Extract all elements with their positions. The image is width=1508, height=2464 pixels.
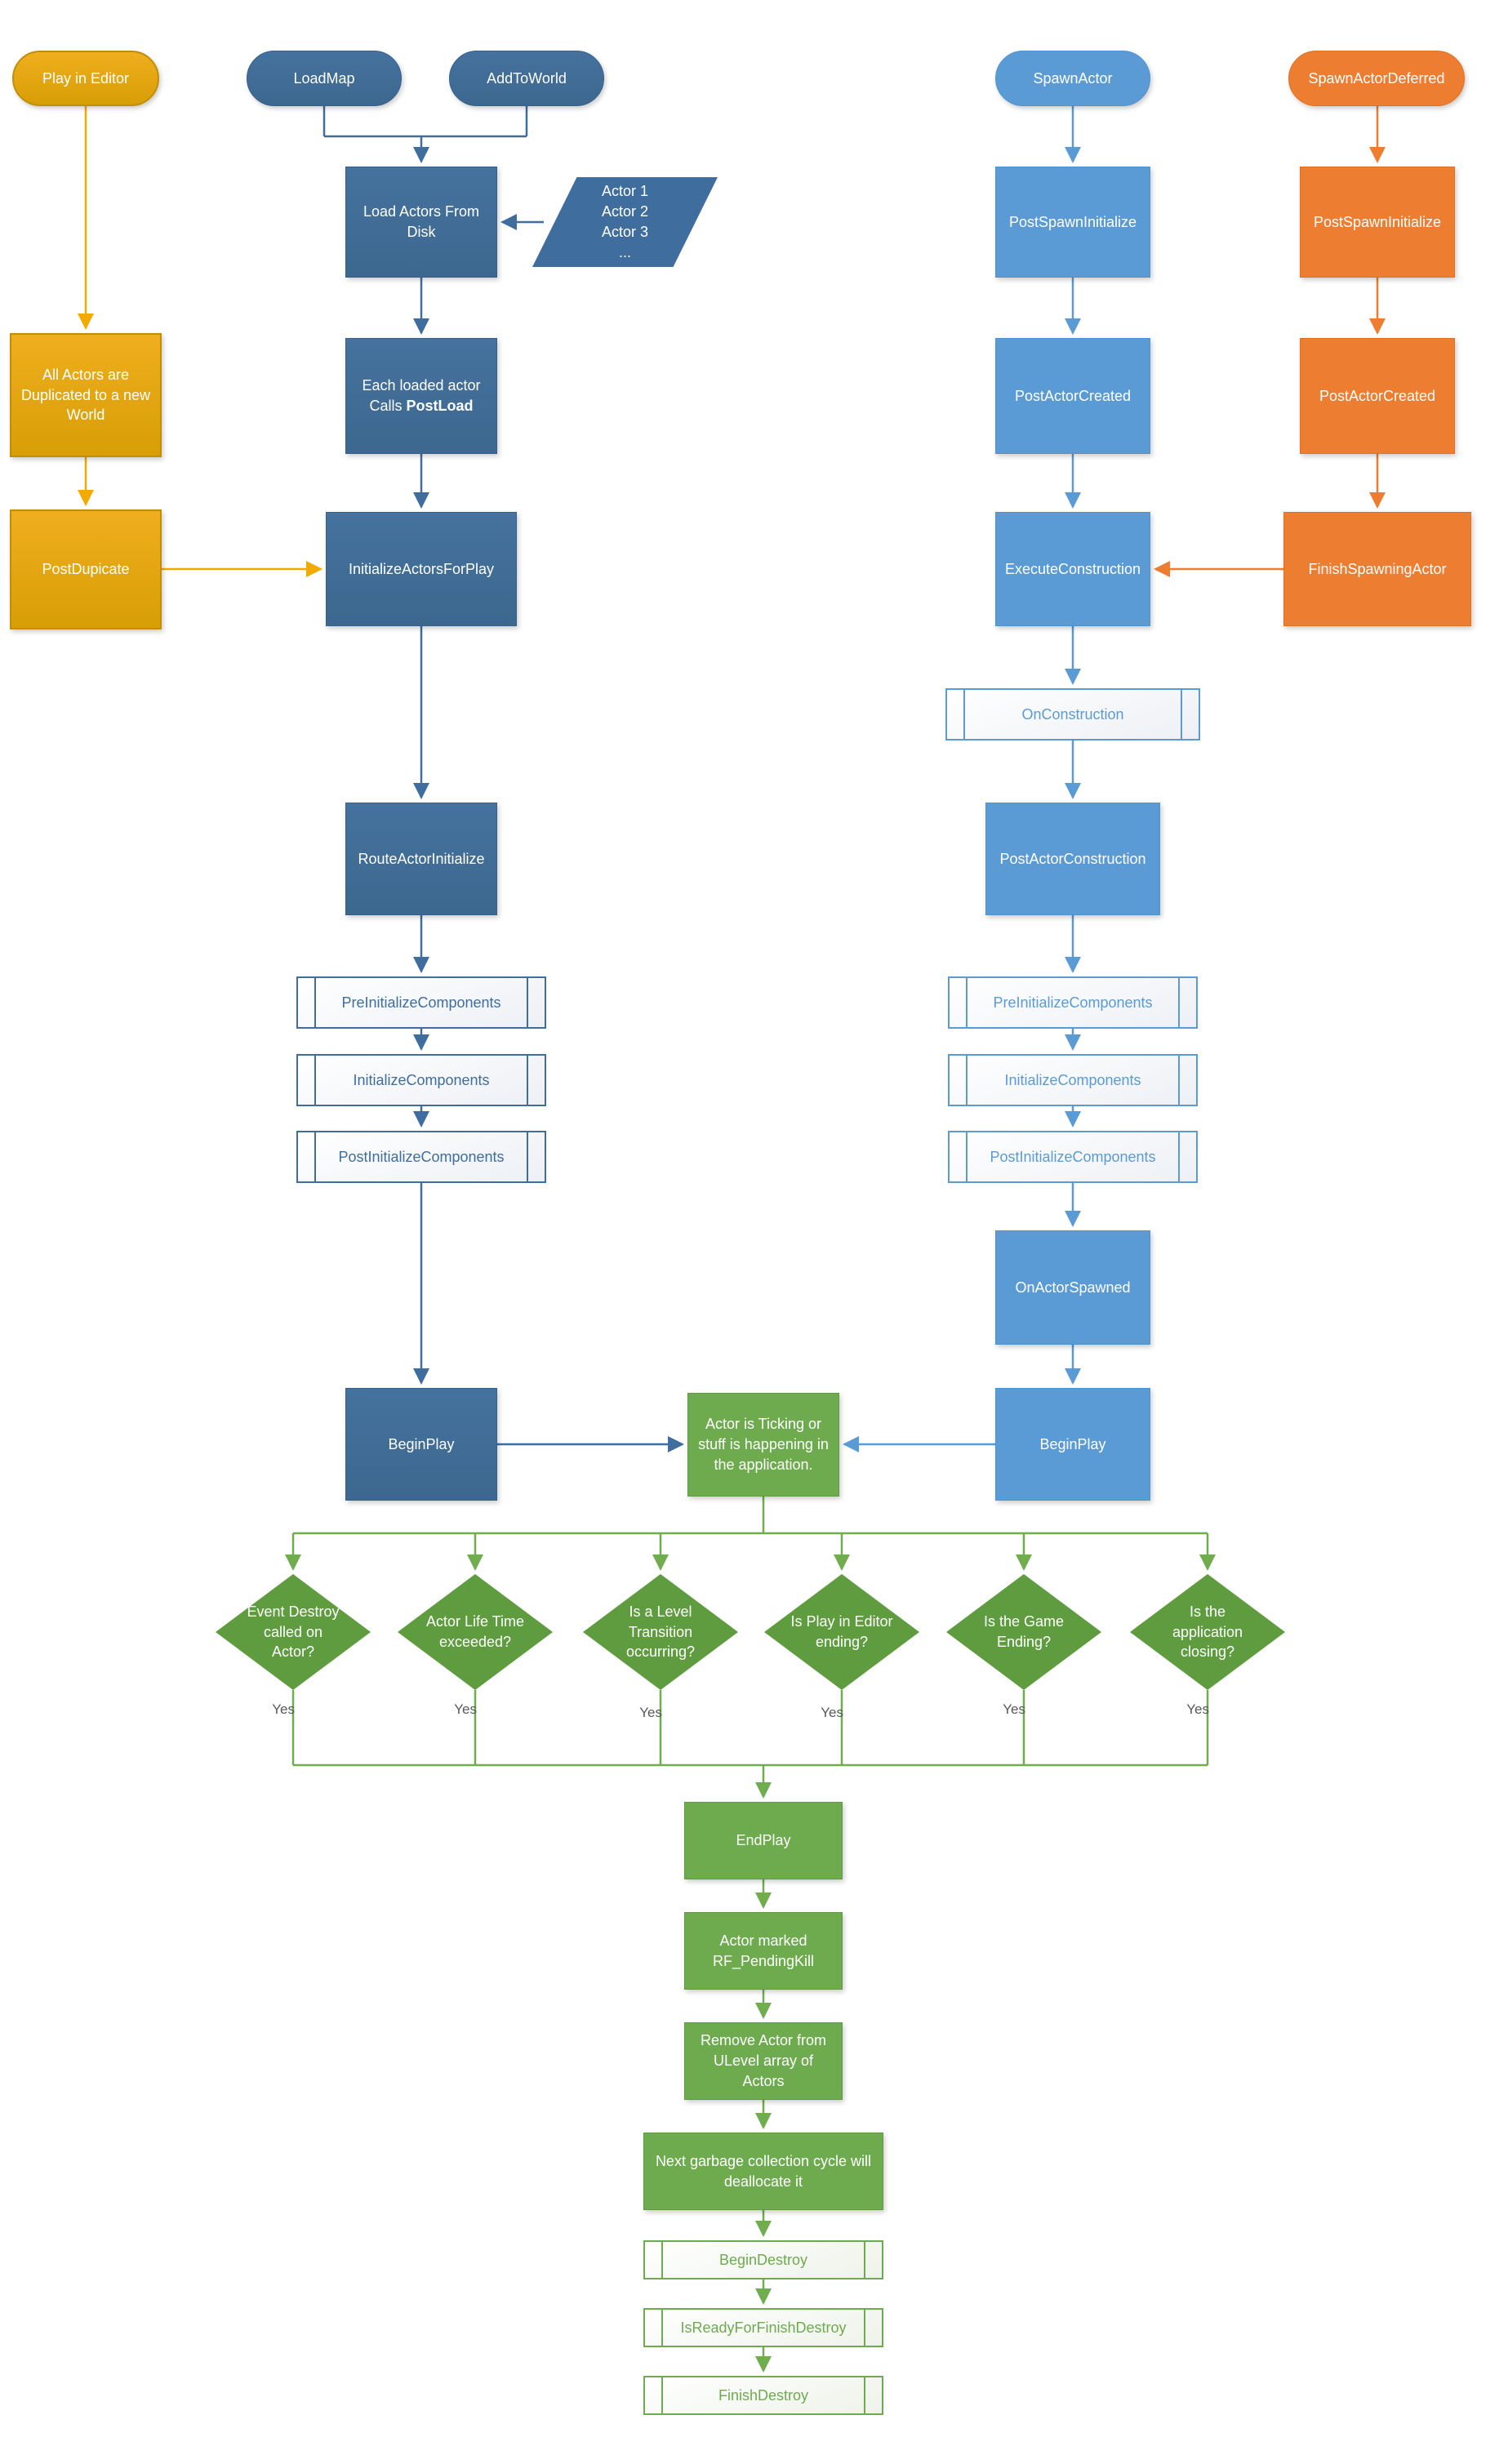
subroutine-preinitializecomponents-left: PreInitializeComponents — [296, 976, 546, 1029]
node-postspawninitialize-blue: PostSpawnInitialize — [995, 167, 1150, 278]
node-play-in-editor: Play in Editor — [12, 51, 159, 106]
subroutine-initializecomponents-left: InitializeComponents — [296, 1054, 546, 1106]
node-actor-marked-pendingkill: Actor marked RF_PendingKill — [684, 1912, 843, 1990]
node-beginplay-right: BeginPlay — [995, 1388, 1150, 1501]
node-routeactorinitialize: RouteActorInitialize — [345, 803, 497, 915]
node-postactorconstruction: PostActorConstruction — [985, 803, 1160, 915]
subroutine-preinitializecomponents-right: PreInitializeComponents — [948, 976, 1198, 1029]
node-postactorcreated-blue: PostActorCreated — [995, 338, 1150, 454]
subroutine-begindestroy: BeginDestroy — [643, 2240, 883, 2279]
decision-label: Is the application closing? — [1172, 1603, 1243, 1661]
node-executeconstruction: ExecuteConstruction — [995, 512, 1150, 626]
decision-label: Is the Game Ending? — [983, 1613, 1065, 1650]
node-postactorcreated-orange: PostActorCreated — [1300, 338, 1455, 454]
actor-list-item: Actor 2 — [601, 203, 649, 220]
node-all-actors-duplicated: All Actors are Duplicated to a new World — [10, 333, 162, 457]
postload-line1: Each loaded actor — [362, 377, 481, 394]
node-finishspawningactor: FinishSpawningActor — [1283, 512, 1471, 626]
node-postload: Each loaded actor Calls PostLoad — [345, 338, 497, 454]
actor-list-item: ... — [618, 243, 631, 260]
node-spawnactor: SpawnActor — [995, 51, 1150, 106]
decision-label: Actor Life Time exceeded? — [425, 1613, 525, 1650]
node-beginplay-left: BeginPlay — [345, 1388, 497, 1501]
yes-label: Yes — [821, 1705, 843, 1720]
node-initializeactorsforplay: InitializeActorsForPlay — [326, 512, 517, 626]
yes-label: Yes — [639, 1705, 662, 1720]
node-loadmap: LoadMap — [247, 51, 402, 106]
node-load-actors-from-disk: Load Actors From Disk — [345, 167, 497, 278]
node-postduplicate: PostDupicate — [10, 509, 162, 629]
yes-label: Yes — [1186, 1701, 1209, 1717]
subroutine-postinitializecomponents-left: PostInitializeComponents — [296, 1131, 546, 1183]
node-onactorspawned: OnActorSpawned — [995, 1230, 1150, 1345]
subroutine-postinitializecomponents-right: PostInitializeComponents — [948, 1131, 1198, 1183]
node-actor-ticking: Actor is Ticking or stuff is happening i… — [687, 1393, 839, 1497]
subroutine-onconstruction: OnConstruction — [945, 688, 1200, 741]
actor-list-item: Actor 1 — [601, 183, 649, 200]
postload-bold: PostLoad — [406, 398, 474, 414]
postload-line2: Calls — [369, 398, 407, 414]
decision-label: Is a Level Transition occurring? — [625, 1603, 696, 1661]
node-endplay: EndPlay — [684, 1802, 843, 1879]
yes-label: Yes — [272, 1701, 295, 1717]
node-addtoworld: AddToWorld — [449, 51, 604, 106]
node-garbage-collection: Next garbage collection cycle will deall… — [643, 2133, 883, 2210]
node-spawnactordeferred: SpawnActorDeferred — [1288, 51, 1465, 106]
node-remove-actor-from-ulevel: Remove Actor from ULevel array of Actors — [684, 2022, 843, 2100]
decision-label: Event Destroy called on Actor? — [247, 1603, 340, 1661]
subroutine-isreadyforfinishdestroy: IsReadyForFinishDestroy — [643, 2308, 883, 2347]
decision-label: Is Play in Editor ending? — [790, 1613, 893, 1650]
subroutine-finishdestroy: FinishDestroy — [643, 2376, 883, 2415]
yes-label: Yes — [454, 1701, 477, 1717]
subroutine-initializecomponents-right: InitializeComponents — [948, 1054, 1198, 1106]
yes-label: Yes — [1003, 1701, 1025, 1717]
actor-list-item: Actor 3 — [601, 224, 649, 240]
node-postspawninitialize-orange: PostSpawnInitialize — [1300, 167, 1455, 278]
